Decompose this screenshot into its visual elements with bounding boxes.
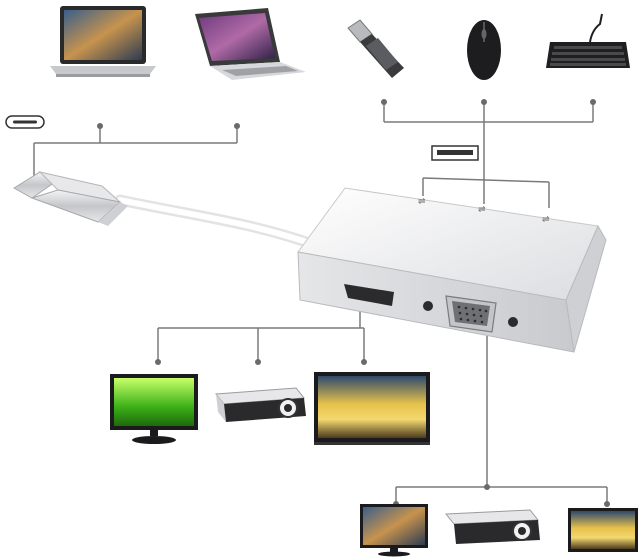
monitor-icon xyxy=(360,504,428,557)
usb-a-port-icon xyxy=(432,146,478,160)
tv-icon xyxy=(314,372,430,445)
usb-drive-icon xyxy=(348,20,404,78)
usb-c-port-icon xyxy=(6,116,44,128)
usb-label: ⇌ xyxy=(478,204,486,214)
keyboard-icon xyxy=(546,14,630,68)
mouse-icon xyxy=(467,20,501,80)
vga-port-icon xyxy=(446,296,496,332)
laptop-icon xyxy=(50,6,156,77)
status-led-icon xyxy=(423,301,433,311)
macbook-icon xyxy=(195,8,306,80)
usb-label: ⇌ xyxy=(418,196,426,206)
projector-icon xyxy=(216,388,306,422)
usb-label: ⇌ xyxy=(542,214,550,224)
monitor-icon xyxy=(110,374,198,444)
usb-c-cable xyxy=(14,172,315,245)
projector-icon xyxy=(446,510,540,544)
status-led-icon xyxy=(508,317,518,327)
tv-icon xyxy=(568,508,638,552)
